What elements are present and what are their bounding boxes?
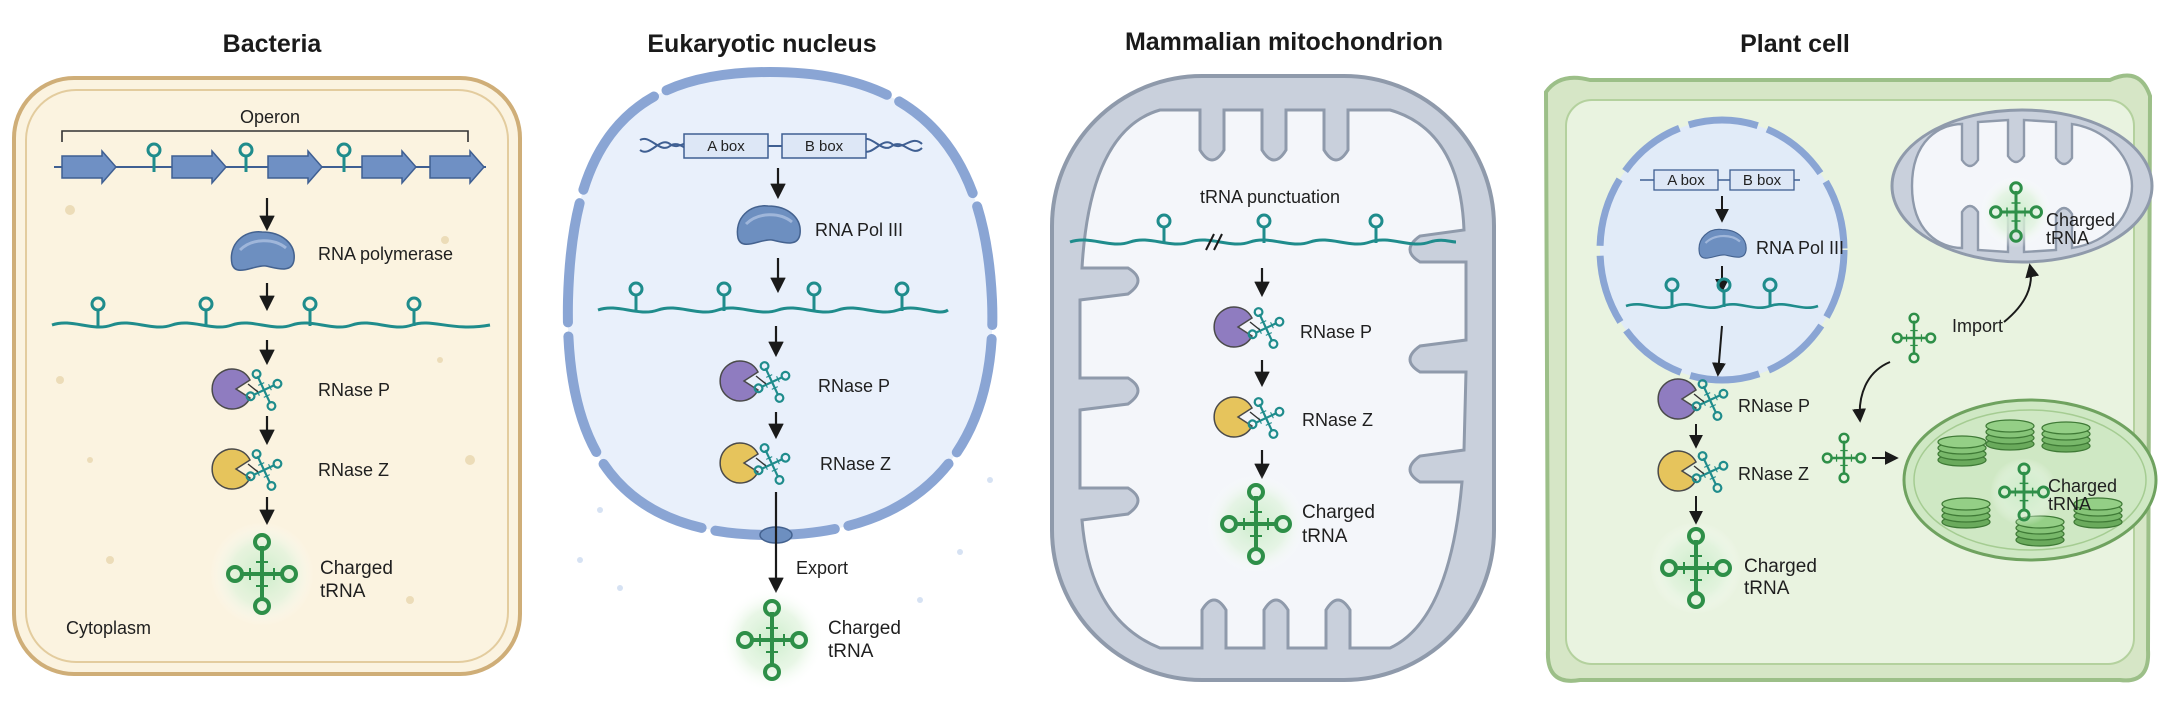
rnase-z-label: RNase Z: [1302, 410, 1373, 430]
a-box: [683, 133, 769, 159]
panel-title: Bacteria: [223, 30, 323, 58]
charged-label-1: Charged: [320, 558, 393, 579]
rnase-z-label: RNase Z: [820, 454, 891, 474]
charged-label-1: Charged: [1302, 502, 1375, 523]
polycistronic-transcript: [1069, 238, 1457, 246]
rnase-p-label: RNase P: [818, 376, 890, 396]
import-arrow-down: [1852, 361, 1891, 423]
cytoplasm-granules: [56, 205, 475, 604]
b-box-label: B box: [805, 138, 844, 155]
panel-title: Mammalian mitochondrion: [1125, 28, 1443, 56]
polymerase-label: RNA polymerase: [318, 244, 453, 264]
pre-trna-transcript: [597, 306, 949, 314]
charged-label-2: tRNA: [320, 581, 366, 602]
thylakoid-stack-icon: [1941, 497, 1991, 529]
rnase-p-label: RNase P: [318, 380, 390, 400]
export-label: Export: [796, 558, 848, 578]
polymerase-label: RNA Pol III: [1756, 238, 1844, 258]
panel-mitochondrion: Mammalian mitochondrion tRNA punctuation…: [1050, 28, 1496, 682]
mito-charged-label-1: Charged: [2046, 210, 2115, 230]
a-box-label: A box: [1667, 172, 1705, 189]
panel-bacteria: Bacteria Operon RNA polymerase: [12, 30, 522, 676]
thylakoid-stack-icon: [1937, 435, 1987, 467]
bacterial-cell: [12, 76, 522, 676]
operon-bracket: [61, 130, 469, 142]
operon-label: Operon: [240, 107, 300, 127]
charged-label-2: tRNA: [1744, 578, 1790, 599]
charged-label-1: Charged: [828, 618, 901, 639]
mito-charged-label-2: tRNA: [2046, 228, 2089, 248]
primary-transcript: [51, 321, 491, 329]
import-arrow-mito: [2003, 263, 2040, 323]
rnase-z-label: RNase Z: [318, 460, 389, 480]
b-box: [1729, 169, 1795, 191]
charged-label-2: tRNA: [1302, 526, 1348, 547]
thylakoid-stack-icon: [2041, 421, 2091, 453]
cytoplasm-dots: [577, 477, 993, 603]
polymerase-label: RNA Pol III: [815, 220, 903, 240]
b-box: [781, 133, 867, 159]
import-label: Import: [1952, 316, 2003, 336]
chloro-charged-label-2: tRNA: [2048, 494, 2091, 514]
rnase-p-label: RNase P: [1300, 322, 1372, 342]
pre-trna-transcript: [1625, 303, 1819, 309]
panel-nucleus: Eukaryotic nucleus A box B box RNA Pol I…: [562, 30, 998, 692]
a-box: [1653, 169, 1719, 191]
cytoplasm-label: Cytoplasm: [66, 618, 151, 638]
charged-label-1: Charged: [1744, 556, 1817, 577]
b-box-label: B box: [1743, 172, 1782, 189]
nuclear-envelope: [562, 66, 998, 541]
rnase-z-label: RNase Z: [1738, 464, 1809, 484]
punctuation-label: tRNA punctuation: [1200, 187, 1340, 207]
chloro-charged-label-1: Charged: [2048, 476, 2117, 496]
panel-title: Plant cell: [1740, 30, 1850, 58]
a-box-label: A box: [707, 138, 745, 155]
rnase-p-label: RNase P: [1738, 396, 1810, 416]
charged-label-2: tRNA: [828, 641, 874, 662]
panel-plant-cell: Plant cell A box B box RNA Pol III RNase…: [1543, 30, 2158, 683]
thylakoid-stack-icon: [1985, 419, 2035, 451]
panel-title: Eukaryotic nucleus: [647, 30, 876, 58]
